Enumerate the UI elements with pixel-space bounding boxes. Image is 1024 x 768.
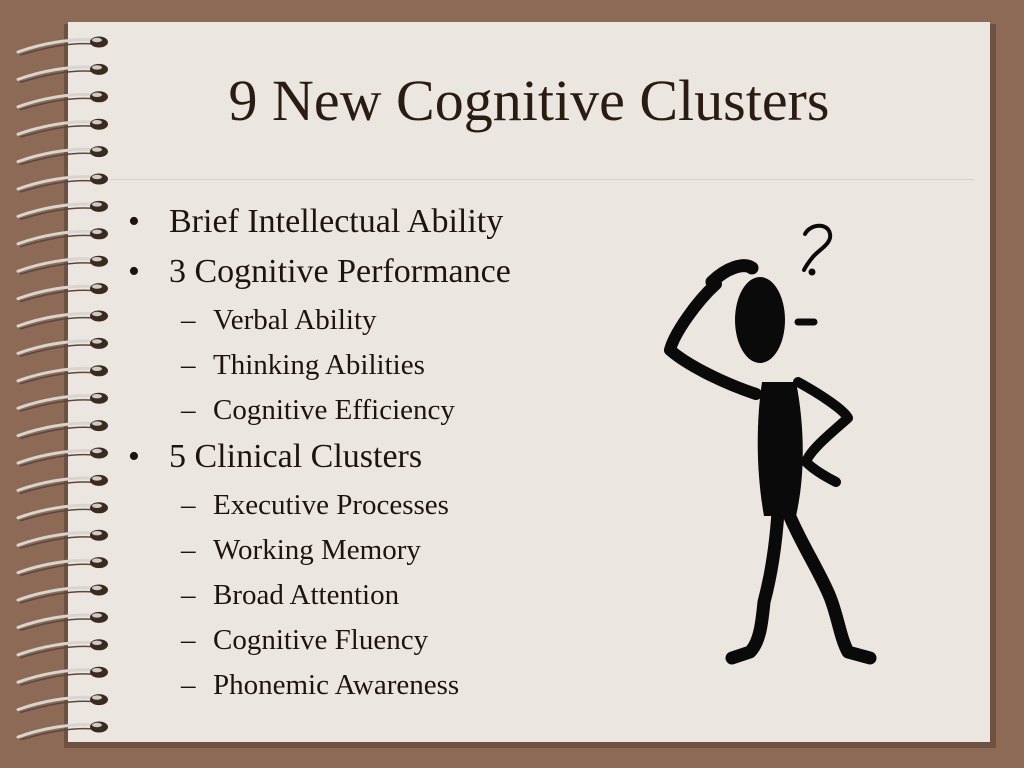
spiral-coil — [16, 365, 108, 385]
spiral-coil — [16, 420, 108, 440]
list-item: –Broad Attention — [128, 575, 628, 620]
spiral-coil — [16, 447, 108, 467]
spiral-coil — [16, 392, 108, 412]
spiral-coil — [16, 228, 108, 248]
item-text: Verbal Ability — [213, 304, 377, 336]
item-text: Working Memory — [213, 534, 421, 566]
spiral-coil — [16, 474, 108, 495]
item-text: Cognitive Fluency — [213, 624, 429, 656]
item-text: 5 Clinical Clusters — [169, 438, 423, 475]
list-item: –Phonemic Awareness — [128, 665, 628, 710]
spiral-coil — [16, 200, 108, 221]
item-text: Phonemic Awareness — [213, 669, 460, 701]
dash-marker: – — [181, 349, 196, 381]
spiral-coil — [16, 694, 108, 714]
list-item: • Brief Intellectual Ability — [128, 200, 628, 250]
slide-title: 9 New Cognitive Clusters — [228, 68, 830, 133]
spiral-binding — [16, 36, 108, 740]
list-item: • 3 Cognitive Performance — [128, 250, 628, 300]
bullet-marker: • — [128, 253, 140, 290]
spiral-coil — [16, 666, 108, 686]
item-text: 3 Cognitive Performance — [169, 253, 511, 290]
list-item: –Cognitive Efficiency — [128, 390, 628, 435]
item-text: Brief Intellectual Ability — [169, 203, 504, 240]
spiral-coil — [16, 611, 108, 632]
item-text: Cognitive Efficiency — [213, 394, 455, 426]
dash-marker: – — [181, 304, 196, 336]
bullet-list: • Brief Intellectual Ability • 3 Cognitive… — [128, 200, 628, 710]
item-text: Thinking Abilities — [213, 349, 425, 381]
spiral-coil — [16, 283, 108, 303]
spiral-coil — [16, 639, 108, 659]
dash-marker: – — [181, 489, 196, 521]
title-divider — [110, 179, 974, 180]
bullet-marker: • — [128, 438, 140, 475]
spiral-coil — [16, 63, 108, 84]
bullet-marker: • — [128, 203, 140, 240]
list-item: –Working Memory — [128, 530, 628, 575]
spiral-coil — [16, 36, 108, 56]
spiral-coil — [16, 584, 108, 604]
dash-marker: – — [181, 534, 196, 566]
spiral-coil — [16, 337, 108, 358]
list-item: –Cognitive Fluency — [128, 620, 628, 665]
dash-marker: – — [181, 394, 196, 426]
list-item: • 5 Clinical Clusters — [128, 435, 628, 485]
spiral-coil — [16, 255, 108, 275]
question-mark-icon — [802, 223, 833, 272]
list-item: –Thinking Abilities — [128, 345, 628, 390]
dash-marker: – — [181, 669, 196, 701]
list-item: –Verbal Ability — [128, 300, 628, 345]
item-text: Broad Attention — [213, 579, 400, 611]
spiral-coil — [16, 173, 108, 193]
spiral-coil — [16, 529, 108, 549]
spiral-coil — [16, 502, 108, 522]
spiral-coil — [16, 118, 108, 138]
dash-marker: – — [181, 624, 196, 656]
item-text: Executive Processes — [213, 489, 449, 521]
spiral-coil — [16, 310, 108, 330]
dash-marker: – — [181, 579, 196, 611]
spiral-coil — [16, 721, 108, 740]
spiral-coil — [16, 557, 108, 577]
spiral-coil — [16, 91, 108, 111]
confused-stick-figure-icon — [664, 223, 877, 665]
list-item: –Executive Processes — [128, 485, 628, 530]
spiral-coil — [16, 146, 108, 166]
